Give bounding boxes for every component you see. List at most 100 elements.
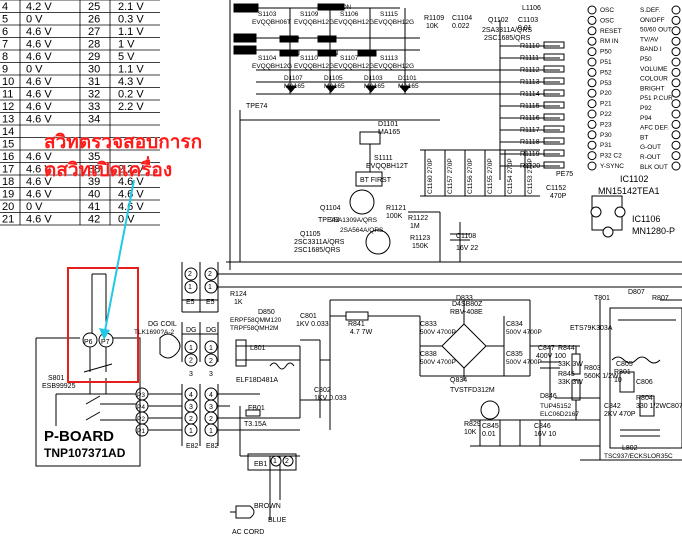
pin-number: 3 <box>189 404 193 411</box>
part-label: TRPF58QMH2M <box>230 325 278 332</box>
part-label: ERPF58QMM120 <box>230 317 282 324</box>
part-label: R1121 <box>386 205 406 212</box>
part-label: L802 <box>622 445 638 452</box>
table-pin-a: 21 <box>2 214 14 226</box>
part-label: D850 <box>258 309 275 316</box>
part-label: D846 <box>540 393 557 400</box>
part-label: C838 <box>420 351 437 358</box>
diode-ref-label: D1103 <box>364 75 383 82</box>
ic-pin-label: BLK OUT <box>640 164 668 171</box>
table-pin-b: 29 <box>88 51 100 63</box>
pin-number: 2 <box>208 271 212 278</box>
board-label: P-BOARD TNP107371AD <box>44 428 125 462</box>
switch-part-label: EVQQBH12G <box>294 63 334 70</box>
ic-pin-label: P21 <box>600 101 612 108</box>
ic-pin-label: 50/60 OUT <box>640 27 672 34</box>
part-label: R844 <box>558 345 575 352</box>
ic-pin-label: COLOUR <box>640 76 668 83</box>
table-value-a: 4.6 V <box>26 26 52 38</box>
capacitor-label: C1155 270P <box>487 158 494 194</box>
table-pin-b: 38 <box>88 164 100 176</box>
ic-pin <box>671 119 681 129</box>
ic-pin <box>587 78 597 88</box>
part-label: RBV-408E <box>450 309 483 316</box>
ic-pin-label: P31 <box>600 142 612 149</box>
part-label: TSC937/ECKSLOR35C <box>604 453 673 460</box>
part-label: TLK1690?A-2 <box>134 329 174 336</box>
ic-pin <box>671 161 681 171</box>
ic-pin <box>587 119 597 129</box>
switch-key-label: BT UP <box>282 37 300 43</box>
table-pin-a: 18 <box>2 176 14 188</box>
table-value-b: 4.6 V <box>118 201 144 213</box>
pin-label: P1 <box>137 428 145 435</box>
part-label: 1M <box>410 223 420 230</box>
part-label: C1103 <box>518 17 538 24</box>
table-pin-b: 41 <box>88 201 100 213</box>
annotation-line-1: สวิทตรวจสอบการก <box>44 131 203 153</box>
part-label: R845 <box>558 371 575 378</box>
part-label: R803 <box>584 365 601 372</box>
part-label: 1K <box>234 299 243 306</box>
ic-pin-label: ON/OFF <box>640 17 665 24</box>
ic-pin-label: RESET <box>600 28 622 35</box>
pin-number: 2 <box>189 358 193 365</box>
table-value-b: 1.1 V <box>118 64 144 76</box>
table-pin-b: 39 <box>88 176 100 188</box>
switch-part-label: EVQQBH12G <box>334 63 374 70</box>
table-value-b: 2.2 V <box>118 164 144 176</box>
ic-pin <box>587 47 597 57</box>
table-pin-a: 4 <box>2 1 8 13</box>
table-value-a: 4.2 V <box>26 1 52 13</box>
table-value-b: 4.3 V <box>118 76 144 88</box>
table-value-b: 2.1 V <box>118 1 144 13</box>
table-value-b: 2.2 V <box>118 101 144 113</box>
ic-pin-label: P23 <box>600 121 612 128</box>
ic-pin <box>671 151 681 161</box>
ic-pin-label: P51 <box>600 59 612 66</box>
ic-pin-label: OSC <box>600 7 614 14</box>
switch-key-label: AFC <box>360 51 373 57</box>
ic-label: MN15142TEA1 <box>598 186 660 196</box>
table-pin-a: 7 <box>2 39 8 51</box>
ic-pin-label: Y-SYNC <box>600 163 624 170</box>
switch-key-label: BT DN <box>282 51 300 57</box>
part-label: ELF18D481A <box>236 377 278 384</box>
switch-part-label: EVQQBH12G <box>334 19 374 26</box>
part-label: 500V 4700P <box>506 329 542 336</box>
switch-part-label: EVQQBH12G <box>294 19 334 26</box>
part-label: D833 <box>456 295 473 302</box>
pin-number: 2 <box>189 416 193 423</box>
resistor-label: R1114 <box>520 91 540 98</box>
ic-pin <box>671 5 681 15</box>
part-label: TVSTFD312M <box>450 387 495 394</box>
part-label: 4.7 7W <box>350 329 373 336</box>
ic-pin <box>587 5 597 15</box>
highlight-annotation <box>67 179 139 383</box>
pin-number: 3 <box>189 371 193 378</box>
board-part: TNP107371AD <box>44 446 126 460</box>
table-pin-a: 20 <box>2 201 14 213</box>
part-label: C805 <box>616 361 633 368</box>
part-label: Q1104 <box>320 205 341 212</box>
ic-pin-label: VOLUME <box>640 66 668 73</box>
table-value-a: 4.6 V <box>26 76 52 88</box>
connector-label: E5 <box>206 299 215 306</box>
part-label: BROWN <box>254 503 281 510</box>
switch-part-label: EVQQBH12G <box>374 63 414 70</box>
resistor-label: R1112 <box>520 67 540 74</box>
part-label: 2SA564A/QRS <box>340 227 384 234</box>
ic-pin-label: G-OUT <box>640 144 661 151</box>
table-pin-a: 15 <box>2 139 14 151</box>
part-label: TPE43 <box>318 217 340 224</box>
table-value-b: 5 V <box>118 51 135 63</box>
ic-pin-label: P53 <box>600 80 612 87</box>
ic-pin <box>671 99 681 109</box>
part-label: PE75 <box>556 171 573 178</box>
table-pin-a: 14 <box>2 126 14 138</box>
table-value-b: 1.1 V <box>118 26 144 38</box>
switch-ref-label: S1103 <box>258 11 277 18</box>
pin-number: 1 <box>209 345 213 352</box>
table-value-a: 4.6 V <box>26 176 52 188</box>
